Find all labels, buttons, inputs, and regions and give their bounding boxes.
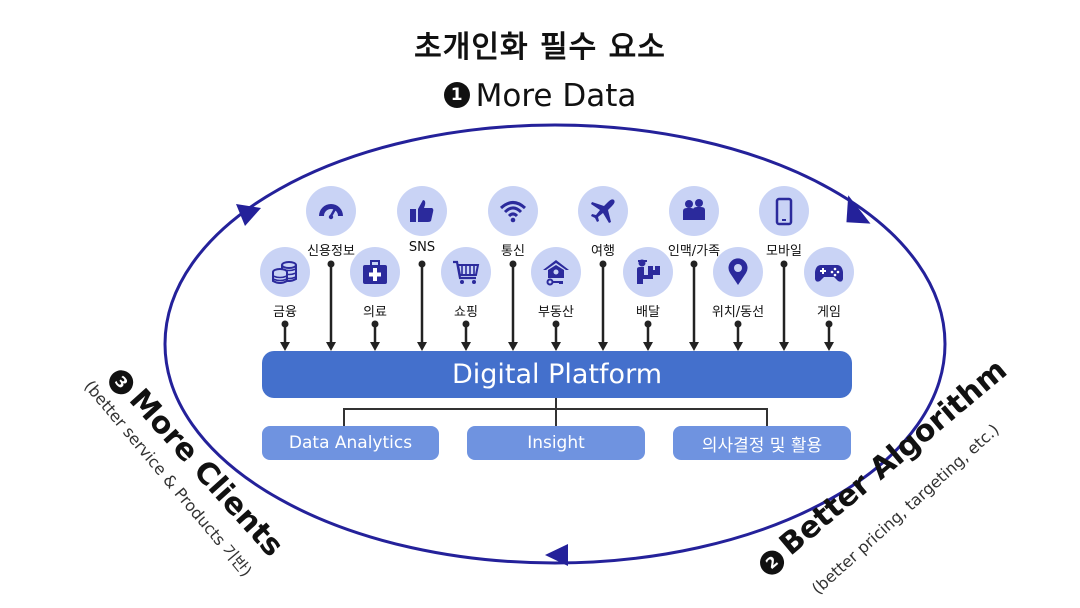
connector-arrow (461, 320, 471, 351)
connector-arrow (689, 260, 699, 351)
data-source-top-3 (578, 186, 628, 236)
connector-arrow (779, 260, 789, 351)
delivery-icon (637, 259, 660, 284)
cycle-arrow-top-right (846, 195, 871, 224)
output-insight: Insight (467, 426, 645, 460)
data-source-label: 의료 (363, 305, 387, 320)
house-key-icon (543, 260, 569, 286)
thumbs-up-icon (410, 200, 434, 222)
cycle-arrow-bottom (545, 544, 568, 566)
data-source-label: 부동산 (538, 305, 574, 320)
data-source-label: 위치/동선 (711, 305, 765, 320)
gamepad-icon (815, 265, 843, 282)
data-source-label: 통신 (501, 244, 525, 259)
data-source-top-4 (669, 186, 719, 236)
coins-icon (272, 261, 297, 284)
connector-arrow (824, 320, 834, 351)
data-source-label: 모바일 (766, 244, 802, 259)
data-source-label: 배달 (636, 305, 660, 320)
connector-arrow (598, 260, 608, 351)
output-data-analytics: Data Analytics (262, 426, 439, 460)
page-title: 초개인화 필수 요소 (414, 30, 666, 65)
data-source-top-5 (759, 186, 809, 236)
data-source-bottom-0 (260, 247, 310, 297)
data-source-top-0 (306, 186, 356, 236)
more-data-label: More Data (475, 78, 637, 114)
output-tree (343, 398, 768, 426)
digital-platform-box: Digital Platform (262, 351, 852, 398)
data-source-bottom-4 (623, 247, 673, 297)
speedometer-icon (319, 204, 343, 220)
data-source-label: 인맥/가족 (667, 244, 721, 259)
location-pin-icon (728, 258, 748, 285)
cycle-arrow-top-left (236, 204, 261, 226)
wifi-icon (499, 201, 527, 223)
data-source-label: 쇼핑 (454, 305, 478, 320)
data-source-label: 게임 (817, 305, 841, 320)
data-source-label: 금융 (273, 305, 297, 320)
connector-arrow (643, 320, 653, 351)
connector-arrow (417, 260, 427, 351)
data-source-bottom-1 (350, 247, 400, 297)
connector-arrow (370, 320, 380, 351)
connectors (280, 260, 834, 351)
people-icon (683, 199, 705, 220)
data-source-bottom-3 (531, 247, 581, 297)
connector-arrow (508, 260, 518, 351)
connector-arrow (733, 320, 743, 351)
connector-arrow (326, 260, 336, 351)
shopping-cart-icon (453, 260, 480, 284)
smartphone-icon (775, 197, 793, 226)
data-source-bottom-5 (713, 247, 763, 297)
medical-kit-icon (363, 260, 387, 284)
data-source-top-2 (488, 186, 538, 236)
data-source-top-1 (397, 186, 447, 236)
connector-arrow (280, 320, 290, 351)
connector-arrow (551, 320, 561, 351)
data-source-bottom-6 (804, 247, 854, 297)
data-source-bottom-2 (441, 247, 491, 297)
data-source-label: 신용정보 (307, 244, 355, 259)
data-source-label: SNS (408, 240, 436, 255)
airplane-icon (591, 199, 615, 223)
step-badge-1: 1 (443, 81, 470, 108)
output-decision-making: 의사결정 및 활용 (673, 426, 851, 460)
data-source-label: 여행 (591, 244, 615, 259)
